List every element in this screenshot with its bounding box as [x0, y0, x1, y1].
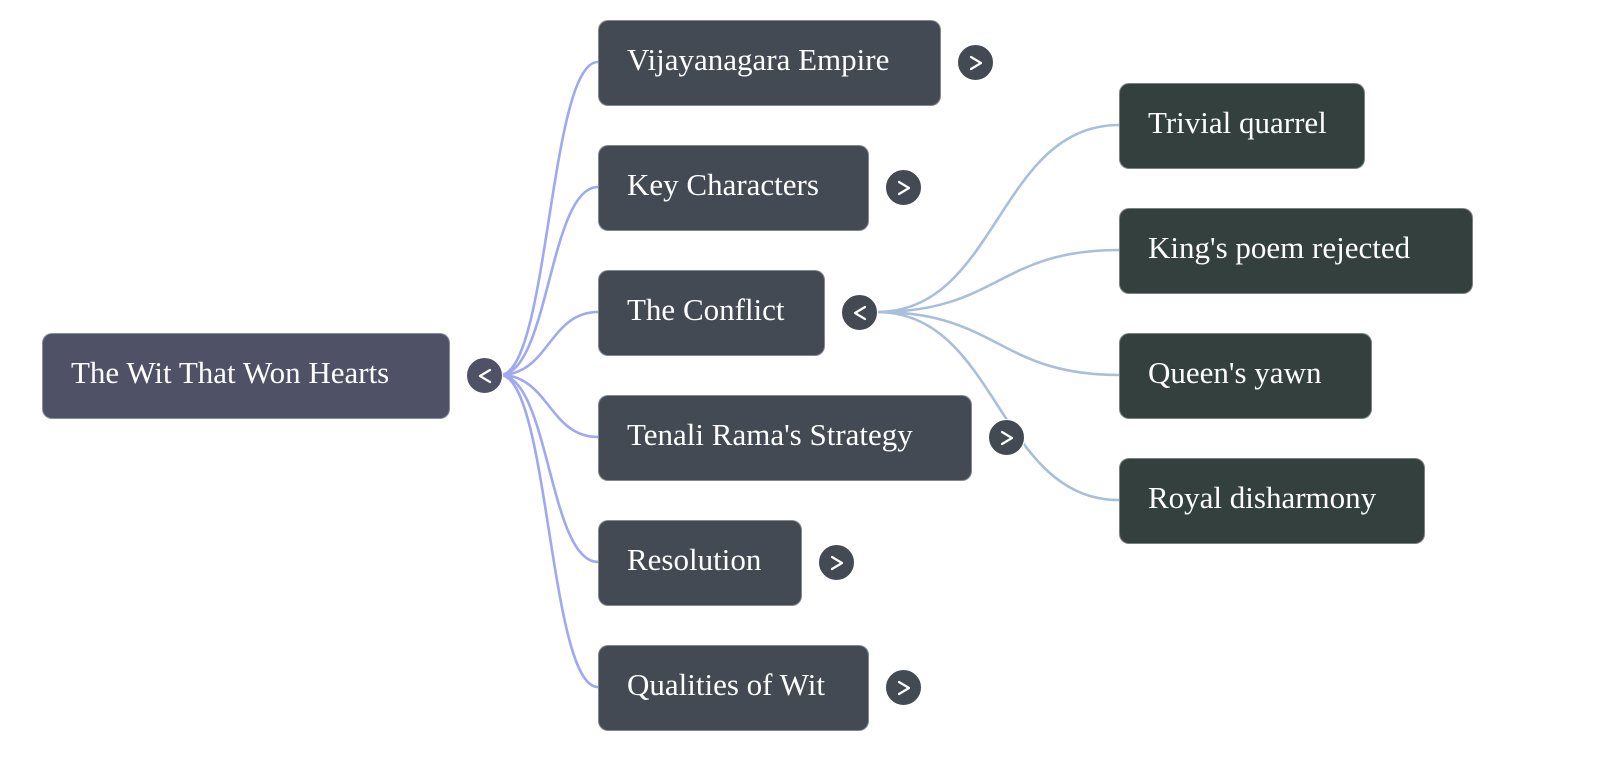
conflict-connector-1 — [875, 248, 1121, 314]
root-connector-2 — [498, 310, 600, 377]
branch-node-resolution[interactable]: Resolution — [598, 520, 802, 606]
chevron-right-icon — [897, 680, 910, 695]
chevron-right-icon — [830, 555, 843, 570]
root-connector-5 — [498, 373, 600, 689]
leaf-node-royal-disharmony[interactable]: Royal disharmony — [1119, 458, 1425, 544]
expand-toggle-key-characters[interactable] — [885, 169, 922, 206]
branch-node-label: Qualities of Wit — [627, 667, 825, 702]
root-connector-1 — [498, 185, 600, 377]
branch-node-key-characters[interactable]: Key Characters — [598, 145, 869, 231]
collapse-toggle-the-conflict[interactable] — [841, 294, 878, 331]
branch-node-qualities-of-wit[interactable]: Qualities of Wit — [598, 645, 869, 731]
leaf-node-label: Trivial quarrel — [1148, 105, 1327, 140]
branch-node-label: Tenali Rama's Strategy — [627, 417, 913, 452]
conflict-connector-0 — [875, 123, 1121, 314]
root-connector-4 — [498, 373, 600, 564]
expand-toggle-qualities-of-wit[interactable] — [885, 669, 922, 706]
chevron-right-icon — [897, 180, 910, 195]
leaf-node-queens-yawn[interactable]: Queen's yawn — [1119, 333, 1372, 419]
chevron-right-icon — [1000, 430, 1013, 445]
branch-node-tenali-ramas-strategy[interactable]: Tenali Rama's Strategy — [598, 395, 972, 481]
root-connector-group — [498, 60, 600, 689]
leaf-node-trivial-quarrel[interactable]: Trivial quarrel — [1119, 83, 1365, 169]
branch-node-label: Resolution — [627, 542, 762, 577]
leaf-node-label: Royal disharmony — [1148, 480, 1377, 515]
chevron-left-icon — [478, 368, 491, 383]
root-node[interactable]: The Wit That Won Hearts — [42, 333, 450, 419]
expand-toggle-tenali-ramas-strategy[interactable] — [988, 419, 1025, 456]
expand-toggle-vijayanagara-empire[interactable] — [957, 44, 994, 81]
branch-node-label: Vijayanagara Empire — [627, 42, 890, 77]
branch-node-the-conflict[interactable]: The Conflict — [598, 270, 825, 356]
chevron-right-icon — [969, 55, 982, 70]
expand-toggle-resolution[interactable] — [818, 544, 855, 581]
leaf-node-label: Queen's yawn — [1148, 355, 1322, 390]
branch-node-label: Key Characters — [627, 167, 819, 202]
root-connector-3 — [498, 373, 600, 439]
chevron-left-icon — [853, 305, 866, 320]
root-collapse-toggle[interactable] — [466, 357, 503, 394]
branch-node-vijayanagara-empire[interactable]: Vijayanagara Empire — [598, 20, 941, 106]
conflict-connector-2 — [875, 310, 1121, 377]
branch-node-label: The Conflict — [627, 292, 785, 327]
leaf-node-kings-poem-rejected[interactable]: King's poem rejected — [1119, 208, 1473, 294]
root-node-label: The Wit That Won Hearts — [71, 355, 390, 390]
leaf-node-label: King's poem rejected — [1148, 230, 1411, 265]
root-connector-0 — [498, 60, 600, 377]
